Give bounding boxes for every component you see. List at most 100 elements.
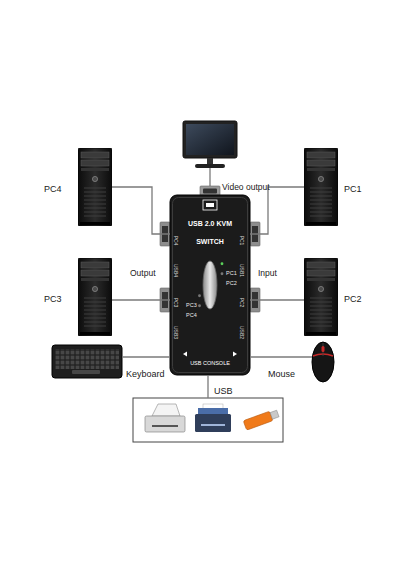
pc-tower: PC2 bbox=[304, 258, 338, 336]
led-label: PC4 bbox=[186, 312, 197, 318]
pc-tower: PC4 bbox=[78, 148, 112, 226]
cable bbox=[122, 356, 170, 357]
console-arrow bbox=[233, 352, 237, 357]
pc-label-holder: PC1 bbox=[344, 178, 362, 196]
port-tag: PC1 bbox=[239, 235, 245, 245]
port-tag-holder: PC1 bbox=[238, 228, 249, 252]
led-label-holder: PC3 bbox=[186, 293, 197, 311]
printer-slot bbox=[201, 424, 225, 426]
switch-bevel bbox=[173, 198, 248, 373]
port-group-label: USB bbox=[213, 386, 234, 396]
cable bbox=[250, 299, 304, 300]
led-label-holder: PC2 bbox=[226, 271, 237, 289]
port-label-holder: Output bbox=[130, 262, 156, 280]
keyboard-spacebar bbox=[72, 370, 100, 374]
monitor-screen bbox=[186, 124, 234, 155]
port-label: Output bbox=[130, 268, 156, 278]
port-label-holder: Input bbox=[258, 262, 277, 280]
monitor-icon bbox=[183, 121, 237, 186]
port-tag-holder: USB2 bbox=[238, 320, 249, 344]
pc-label-holder: PC3 bbox=[44, 288, 62, 306]
pc-tower-icon bbox=[304, 148, 338, 226]
led-label-holder: PC4 bbox=[186, 303, 197, 321]
pc-tower: PC3 bbox=[78, 258, 112, 336]
pc-label: PC3 bbox=[44, 294, 62, 304]
device-title: USB 2.0 KVM SWITCH bbox=[188, 220, 232, 245]
device-label-holder: Keyboard bbox=[126, 363, 165, 381]
device-label-holder: Mouse bbox=[268, 363, 295, 381]
printer-body bbox=[145, 416, 185, 432]
video-cable bbox=[209, 168, 210, 186]
led-label: PC2 bbox=[226, 280, 237, 286]
printer-tray bbox=[152, 404, 180, 416]
cable bbox=[250, 187, 304, 234]
port-tag: USB4 bbox=[173, 263, 179, 276]
port-label: Input bbox=[258, 268, 277, 278]
flash-drive-plug bbox=[270, 410, 279, 419]
port-tag: USB2 bbox=[239, 325, 245, 338]
mouse-body bbox=[312, 342, 334, 382]
led-label-holder: PC1 bbox=[226, 261, 237, 279]
device-title-holder: USB 2.0 KVM SWITCH bbox=[180, 212, 240, 249]
port-tag: PC3 bbox=[173, 297, 179, 307]
led bbox=[221, 262, 224, 265]
cable bbox=[112, 187, 170, 234]
console-label: USB CONSOLE bbox=[190, 360, 230, 366]
led bbox=[198, 294, 201, 297]
switch-housing bbox=[170, 195, 250, 375]
mouse-icon bbox=[312, 342, 334, 382]
port-tag-holder: USB4 bbox=[172, 258, 183, 282]
cable bbox=[250, 356, 312, 357]
port-tag-holder: PC3 bbox=[172, 290, 183, 314]
kvm-switch: USB 2.0 KVM SWITCHPC1PC2PC3PC4USB CONSOL… bbox=[170, 195, 250, 375]
pc-tower-icon bbox=[78, 258, 112, 336]
monitor-neck bbox=[207, 158, 213, 165]
select-button bbox=[203, 261, 217, 309]
port-tag-holder: USB3 bbox=[172, 320, 183, 344]
keyboard-keys bbox=[55, 349, 119, 369]
led bbox=[221, 272, 224, 275]
flash-drive-body bbox=[243, 411, 273, 430]
printer-slot bbox=[152, 425, 178, 427]
mouse: Mouse bbox=[312, 342, 334, 382]
flash-drive bbox=[243, 409, 279, 430]
usb-device-box: USB bbox=[133, 398, 283, 442]
port-label: Video output bbox=[222, 182, 270, 192]
pc-label: PC2 bbox=[344, 294, 362, 304]
port-tag: USB3 bbox=[173, 325, 179, 338]
port-group-label-holder: USB bbox=[213, 380, 234, 398]
keyboard-body bbox=[52, 345, 122, 378]
mouse-split bbox=[323, 343, 324, 356]
port-tag: PC2 bbox=[239, 297, 245, 307]
usb-device-frame bbox=[133, 398, 283, 442]
device-label: Mouse bbox=[268, 369, 295, 379]
monitor-frame bbox=[183, 121, 237, 158]
port-tag-holder: PC4 bbox=[172, 228, 183, 252]
printer-body bbox=[195, 414, 231, 432]
kvm-switch-body bbox=[160, 186, 260, 375]
cable bbox=[112, 299, 170, 300]
pc-label: PC4 bbox=[44, 184, 62, 194]
port-tag: PC4 bbox=[173, 235, 179, 245]
mouse-wheel bbox=[322, 346, 325, 352]
cable bbox=[207, 375, 208, 398]
printer-top bbox=[198, 408, 228, 415]
vga-port-socket bbox=[203, 189, 217, 194]
device-label: Keyboard bbox=[126, 369, 165, 379]
keyboard-icon bbox=[52, 345, 122, 378]
keyboard: Keyboard bbox=[52, 345, 122, 378]
pc-label: PC1 bbox=[344, 184, 362, 194]
pc-tower-icon bbox=[78, 148, 112, 226]
console-arrow bbox=[183, 352, 187, 357]
monitor-base bbox=[195, 164, 225, 168]
port-tag: USB1 bbox=[239, 263, 245, 276]
port-label-holder: Video output bbox=[222, 176, 270, 194]
usb-logo bbox=[203, 200, 217, 210]
port-tag-holder: USB1 bbox=[238, 258, 249, 282]
pc-label-holder: PC4 bbox=[44, 178, 62, 196]
led-label: PC3 bbox=[186, 302, 197, 308]
pc-tower: PC1 bbox=[304, 148, 338, 226]
